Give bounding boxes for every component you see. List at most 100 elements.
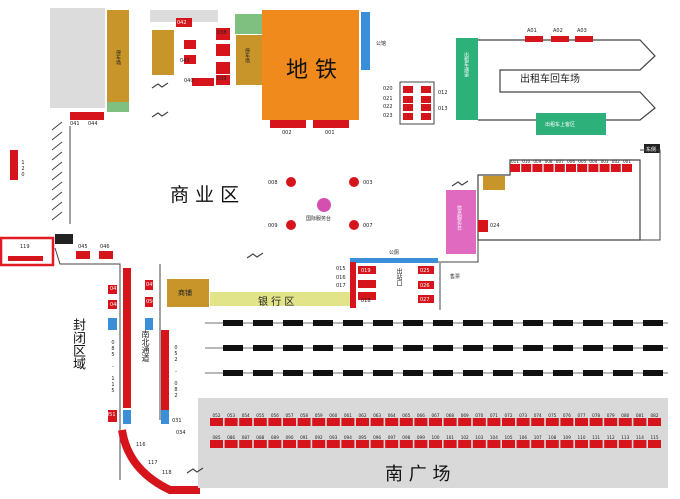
rail-car [223,345,243,351]
stall-label-063: 063 [373,413,381,418]
stall-label-004: 004 [589,159,597,164]
rail-car [553,345,573,351]
rail-car [223,320,243,326]
info-desk-label: 国际服务台 [306,216,332,222]
south-square-label: 南 广 场 [385,464,451,485]
highlight-box [0,236,55,267]
closed-label: 封闭区域 [70,318,85,370]
stall-label-110: 110 [578,435,586,440]
label-085-115: 085 - 115 [110,340,116,394]
stall-100 [429,440,442,448]
rail-car [313,345,333,351]
bank-block [210,292,350,306]
stall-label-011: 011 [511,159,519,164]
label-034: 034 [176,430,186,436]
stall-label-101: 101 [446,435,454,440]
taxi-green-vertical [456,38,478,120]
stall-085 [210,440,223,448]
label-009: 009 [268,223,278,229]
pink-label: 信息服务台 [456,205,462,230]
left-vert-label2: 停车场 [244,48,250,63]
label-050: 050 [146,299,156,305]
stall-label-058: 058 [300,413,308,418]
stall-078 [589,418,603,426]
stall-label-100: 100 [432,435,440,440]
label-016: 016 [336,275,346,281]
label-a01: A01 [527,28,537,34]
stall-104 [487,440,501,448]
stall-label-009: 009 [533,159,541,164]
stall-110 [575,440,588,448]
mid-strip [161,330,169,410]
stall-label-087: 087 [242,435,250,440]
label-ticket: 售票 [450,274,461,280]
left-vert-label: 停车场 [115,50,121,65]
stall-label-089: 089 [271,435,279,440]
stall-label-062: 062 [359,413,367,418]
stall-label-107: 107 [534,435,542,440]
stall-label-094: 094 [344,435,352,440]
stall-089 [268,440,282,448]
yellow-block-left [107,10,129,102]
booth-007 [349,220,359,230]
rail-car [463,370,483,376]
stall-label-095: 095 [359,435,367,440]
yellow-block-right [236,35,262,85]
stall-058 [297,418,311,426]
stall-111 [589,440,603,448]
stall-label-007: 007 [556,159,564,164]
stall-label-001: 001 [623,159,631,164]
stall-label-114: 114 [636,435,644,440]
stall-113 [618,440,632,448]
label-119: 119 [20,244,30,250]
stall-081 [633,418,647,426]
stall-label-067: 067 [432,413,440,418]
stall-label-108: 108 [548,435,556,440]
label-east: 东侧 [646,147,657,153]
stall-007 [554,164,565,172]
stall-label-099: 099 [417,435,425,440]
taxi-green-small [536,113,606,135]
rail-car [283,320,303,326]
stall-label-088: 088 [256,435,264,440]
stall-088 [253,440,267,448]
stall-101 [443,440,457,448]
rail-car [313,320,333,326]
stall-064 [385,418,399,426]
label-117: 117 [148,460,158,466]
rail-car [373,320,393,326]
rail-car [583,345,603,351]
taxi-lane [478,39,656,121]
stall-label-052: 052 [213,413,221,418]
stall-label-064: 064 [388,413,396,418]
stall-087 [239,440,253,448]
stall-label-113: 113 [621,435,629,440]
rail-car [493,320,513,326]
stall-057 [283,418,296,426]
label-027: 027 [420,297,430,303]
booth-003 [349,177,359,187]
stall-label-081: 081 [636,413,644,418]
stall-056 [268,418,282,426]
rail-car [523,320,543,326]
rail-car [403,345,423,351]
rail-car [523,370,543,376]
stall-label-104: 104 [490,435,498,440]
stall-063 [370,418,384,426]
stall-label-079: 079 [607,413,615,418]
label-001: 001 [325,130,335,136]
stall-107 [531,440,545,448]
stall-094 [341,440,355,448]
stall-label-106: 106 [519,435,527,440]
metro-block [262,10,359,120]
exit-label: 出站口 [395,268,402,286]
stall-001 [622,164,632,172]
rail-car [523,345,543,351]
stall-065 [399,418,413,426]
stall-label-069: 069 [461,413,469,418]
label-052-082: 052 - 082 [173,345,179,399]
stall-103 [472,440,486,448]
